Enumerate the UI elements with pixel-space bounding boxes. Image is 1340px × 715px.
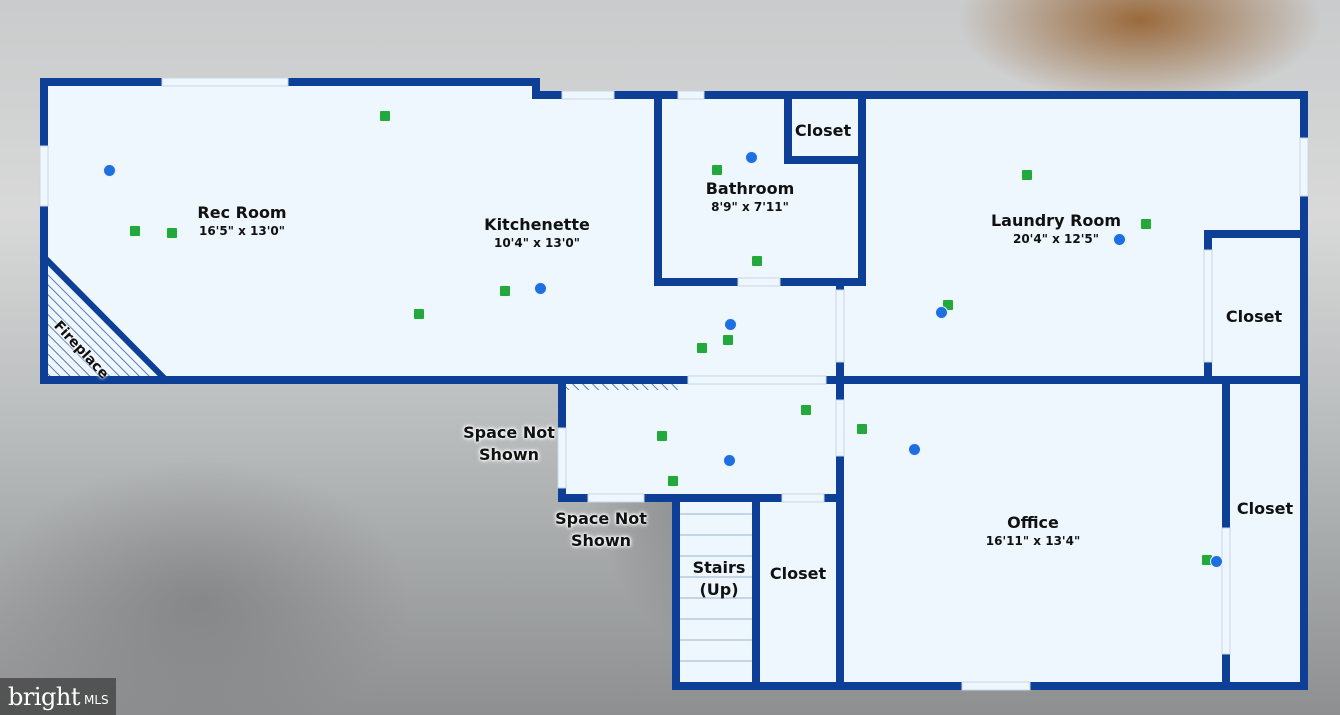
- stairs-label-line2: (Up): [699, 580, 739, 599]
- photo-marker[interactable]: [722, 334, 734, 346]
- panorama-marker[interactable]: [934, 305, 948, 319]
- space-not-shown-label: Space Not Shown: [463, 422, 555, 466]
- hall-floor: [562, 380, 838, 498]
- photo-marker[interactable]: [1140, 218, 1152, 230]
- panorama-marker[interactable]: [744, 150, 758, 164]
- photo-marker[interactable]: [656, 430, 668, 442]
- room-name: Rec Room: [197, 203, 287, 222]
- photo-marker[interactable]: [711, 164, 723, 176]
- bright-mls-watermark: bright MLS: [0, 678, 116, 715]
- rec-kitchen-floor: [44, 82, 838, 380]
- room-name: Closet: [794, 121, 852, 140]
- outside-label-line2: Shown: [478, 445, 540, 464]
- room-closet-bathroom: Closet: [795, 121, 851, 141]
- room-bathroom: Bathroom 8'9" x 7'11": [706, 179, 795, 215]
- outside-label-line2: Shown: [570, 531, 632, 550]
- room-dimensions: 20'4" x 12'5": [1012, 232, 1100, 246]
- room-name: Office: [1007, 513, 1059, 532]
- panorama-marker[interactable]: [1112, 232, 1126, 246]
- openings: [39, 77, 1309, 691]
- space-not-shown-label: Space Not Shown: [555, 508, 647, 552]
- room-laundry-room: Laundry Room 20'4" x 12'5": [991, 211, 1121, 247]
- photo-marker[interactable]: [129, 225, 141, 237]
- room-dimensions: 16'5" x 13'0": [198, 224, 286, 238]
- room-closet-stairs: Closet: [770, 564, 826, 584]
- room-stairs: Stairs (Up): [693, 557, 746, 601]
- photo-marker[interactable]: [696, 342, 708, 354]
- watermark-brand: bright: [8, 682, 80, 711]
- room-floors: [44, 82, 1304, 686]
- photo-marker[interactable]: [413, 308, 425, 320]
- room-rec-room: Rec Room 16'5" x 13'0": [197, 203, 286, 239]
- outside-label-line1: Space Not: [463, 423, 555, 442]
- room-name: Closet: [769, 564, 827, 583]
- stair-treads: [678, 513, 754, 662]
- closet-stairs-floor: [756, 498, 838, 686]
- room-kitchenette: Kitchenette 10'4" x 13'0": [484, 215, 590, 251]
- room-dimensions: 10'4" x 13'0": [493, 236, 581, 250]
- room-closet-office: Closet: [1237, 499, 1293, 519]
- photo-marker[interactable]: [499, 285, 511, 297]
- panorama-marker[interactable]: [1209, 554, 1223, 568]
- photo-marker[interactable]: [166, 227, 178, 239]
- stairs-floor: [676, 498, 756, 686]
- photo-marker[interactable]: [751, 255, 763, 267]
- stairs-label-line1: Stairs: [692, 558, 746, 577]
- panorama-marker[interactable]: [102, 163, 116, 177]
- room-name: Bathroom: [705, 179, 795, 198]
- photo-marker[interactable]: [379, 110, 391, 122]
- room-closet-laundry: Closet: [1226, 307, 1282, 327]
- panorama-marker[interactable]: [533, 281, 547, 295]
- room-office: Office 16'11" x 13'4": [986, 513, 1080, 549]
- watermark-suffix: MLS: [83, 692, 109, 707]
- photo-marker[interactable]: [856, 423, 868, 435]
- room-name: Laundry Room: [990, 211, 1122, 230]
- hall-hatch: [566, 382, 678, 390]
- room-name: Closet: [1225, 307, 1283, 326]
- room-dimensions: 8'9" x 7'11": [711, 200, 789, 214]
- panorama-marker[interactable]: [723, 317, 737, 331]
- room-name: Closet: [1236, 499, 1294, 518]
- room-name: Kitchenette: [484, 215, 590, 234]
- outside-label-line1: Space Not: [555, 509, 647, 528]
- panorama-marker[interactable]: [722, 453, 736, 467]
- panorama-marker[interactable]: [907, 442, 921, 456]
- photo-marker[interactable]: [1021, 169, 1033, 181]
- photo-marker[interactable]: [667, 475, 679, 487]
- photo-marker[interactable]: [800, 404, 812, 416]
- room-dimensions: 16'11" x 13'4": [985, 534, 1081, 548]
